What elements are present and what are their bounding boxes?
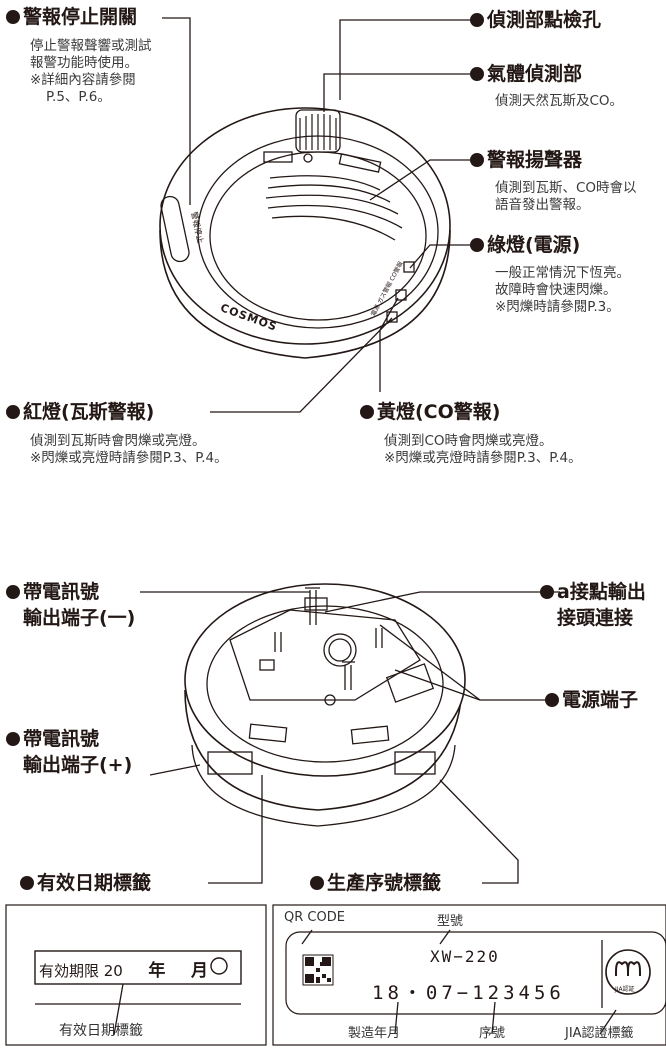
inspection-hole-title: 偵測部點檢孔: [470, 9, 601, 31]
red-led-desc: 偵測到瓦斯時會閃爍或亮燈。 ※閃爍或亮燈時請參閱P.3、P.4。: [30, 433, 228, 466]
signal-output-plus-title: 帶電訊號 輸出端子(+): [6, 728, 132, 776]
manufacture-date-label: 製造年月: [348, 1026, 401, 1041]
speaker-desc: 偵測到瓦斯、CO時會以 語音發出警報。: [495, 180, 637, 213]
gas-detector-desc: 偵測天然瓦斯及CO。: [495, 93, 624, 109]
power-terminal-title: 電源端子: [545, 689, 638, 711]
gas-detector-title: 氣體偵測部: [470, 63, 582, 85]
qr-code-label: QR CODE: [284, 910, 345, 925]
speaker-title: 警報揚聲器: [470, 149, 582, 171]
signal-output-minus-title: 帶電訊號 輸出端子(一): [6, 581, 135, 629]
model-number: XW−220: [430, 947, 500, 966]
expiry-label-content: 有効期限 20 年 月: [39, 961, 208, 981]
jia-certification-label: JIA認證標籤: [565, 1026, 634, 1041]
alarm-stop-switch-title: 警報停止開關: [6, 6, 137, 28]
serial-label-title: 生產序號標籤: [310, 872, 441, 894]
red-led-title: 紅燈(瓦斯警報): [6, 401, 154, 423]
jia-logo-graphic: [615, 961, 641, 976]
jia-logo-text: JIA認証: [615, 986, 635, 993]
alarm-stop-switch-desc: 停止警報聲響或測試 報警功能時使用。 ※詳細內容請參閱 P.5、P.6。: [30, 38, 152, 105]
green-led-title: 綠燈(電源): [470, 234, 580, 256]
qr-code-graphic: [302, 954, 334, 986]
expiry-label-title: 有效日期標籤: [20, 872, 151, 894]
yellow-led-title: 黃燈(CO警報): [360, 401, 500, 423]
detector-base-body: [184, 583, 466, 777]
green-led-desc: 一般正常情況下恆亮。 故障時會快速閃爍。 ※閃爍時請參閱P.3。: [495, 265, 630, 315]
expiry-label-caption: 有效日期標籤: [59, 1023, 143, 1039]
sequence-number-label: 序號: [479, 1026, 506, 1041]
serial-number: 18・07−123456: [372, 982, 565, 1004]
detector-top-body: [159, 107, 451, 345]
yellow-led-desc: 偵測到CO時會閃爍或亮燈。 ※閃爍或亮燈時請參閱P.3、P.4。: [384, 433, 582, 466]
model-label: 型號: [437, 914, 464, 929]
a-contact-output-title: a接點輸出 接頭連接: [540, 581, 646, 629]
